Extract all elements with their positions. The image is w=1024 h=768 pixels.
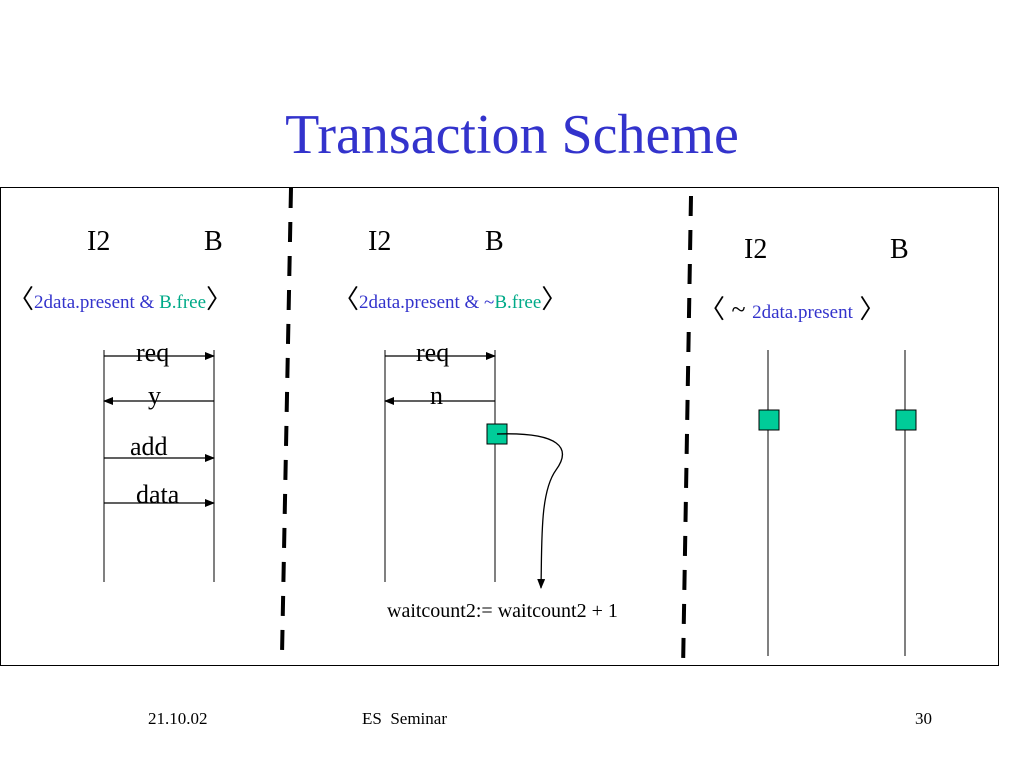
condition-open-bracket: 〈 (8, 285, 35, 314)
footer-title: ES Seminar (362, 709, 447, 728)
condition-open-bracket: 〈 (699, 295, 726, 324)
lifeline-label-i2: I2 (368, 226, 392, 257)
footer-date: 21.10.02 (148, 709, 208, 728)
condition-text: 2data.present & (34, 292, 160, 313)
condition-open-bracket: 〈 (333, 285, 360, 314)
condition-close-bracket: 〉 (852, 295, 886, 324)
condition-text: 2data.present (752, 302, 853, 323)
message-label-y: y (148, 381, 161, 410)
lifeline-label-b: B (204, 226, 223, 257)
curved-arrow-panel2 (496, 433, 564, 589)
message-label-data: data (136, 480, 180, 509)
message-label-req: req (136, 338, 170, 367)
condition-panel3: 〈 ~ 2data.present 〉 (699, 297, 885, 326)
condition-close-bracket: 〉 (541, 285, 568, 314)
message-label-add: add (130, 432, 168, 461)
condition-negation: ~ (725, 295, 753, 324)
condition-free-text: B.free (494, 292, 542, 313)
condition-panel1: 〈2data.present & B.free〉 (8, 287, 232, 316)
waitcount-note: waitcount2:= waitcount2 + 1 (387, 600, 618, 622)
lifeline-label-i2: I2 (744, 234, 768, 265)
diagram-frame (0, 187, 999, 666)
condition-close-bracket: 〉 (206, 285, 233, 314)
condition-free-text: B.free (159, 292, 207, 313)
separator-right (681, 195, 693, 671)
message-label-req: req (416, 338, 450, 367)
footer-page-number: 30 (915, 709, 932, 728)
condition-panel2: 〈2data.present & ~B.free〉 (333, 287, 567, 316)
action-box-i2-panel3 (758, 409, 780, 431)
condition-text: 2data.present & ~ (359, 292, 495, 313)
separator-left (280, 187, 293, 656)
message-label-n: n (430, 381, 443, 410)
action-box-b-panel3 (895, 409, 917, 431)
lifeline-label-b: B (890, 234, 909, 265)
slide-title: Transaction Scheme (285, 104, 739, 166)
lifeline-label-b: B (485, 226, 504, 257)
lifeline-label-i2: I2 (87, 226, 111, 257)
